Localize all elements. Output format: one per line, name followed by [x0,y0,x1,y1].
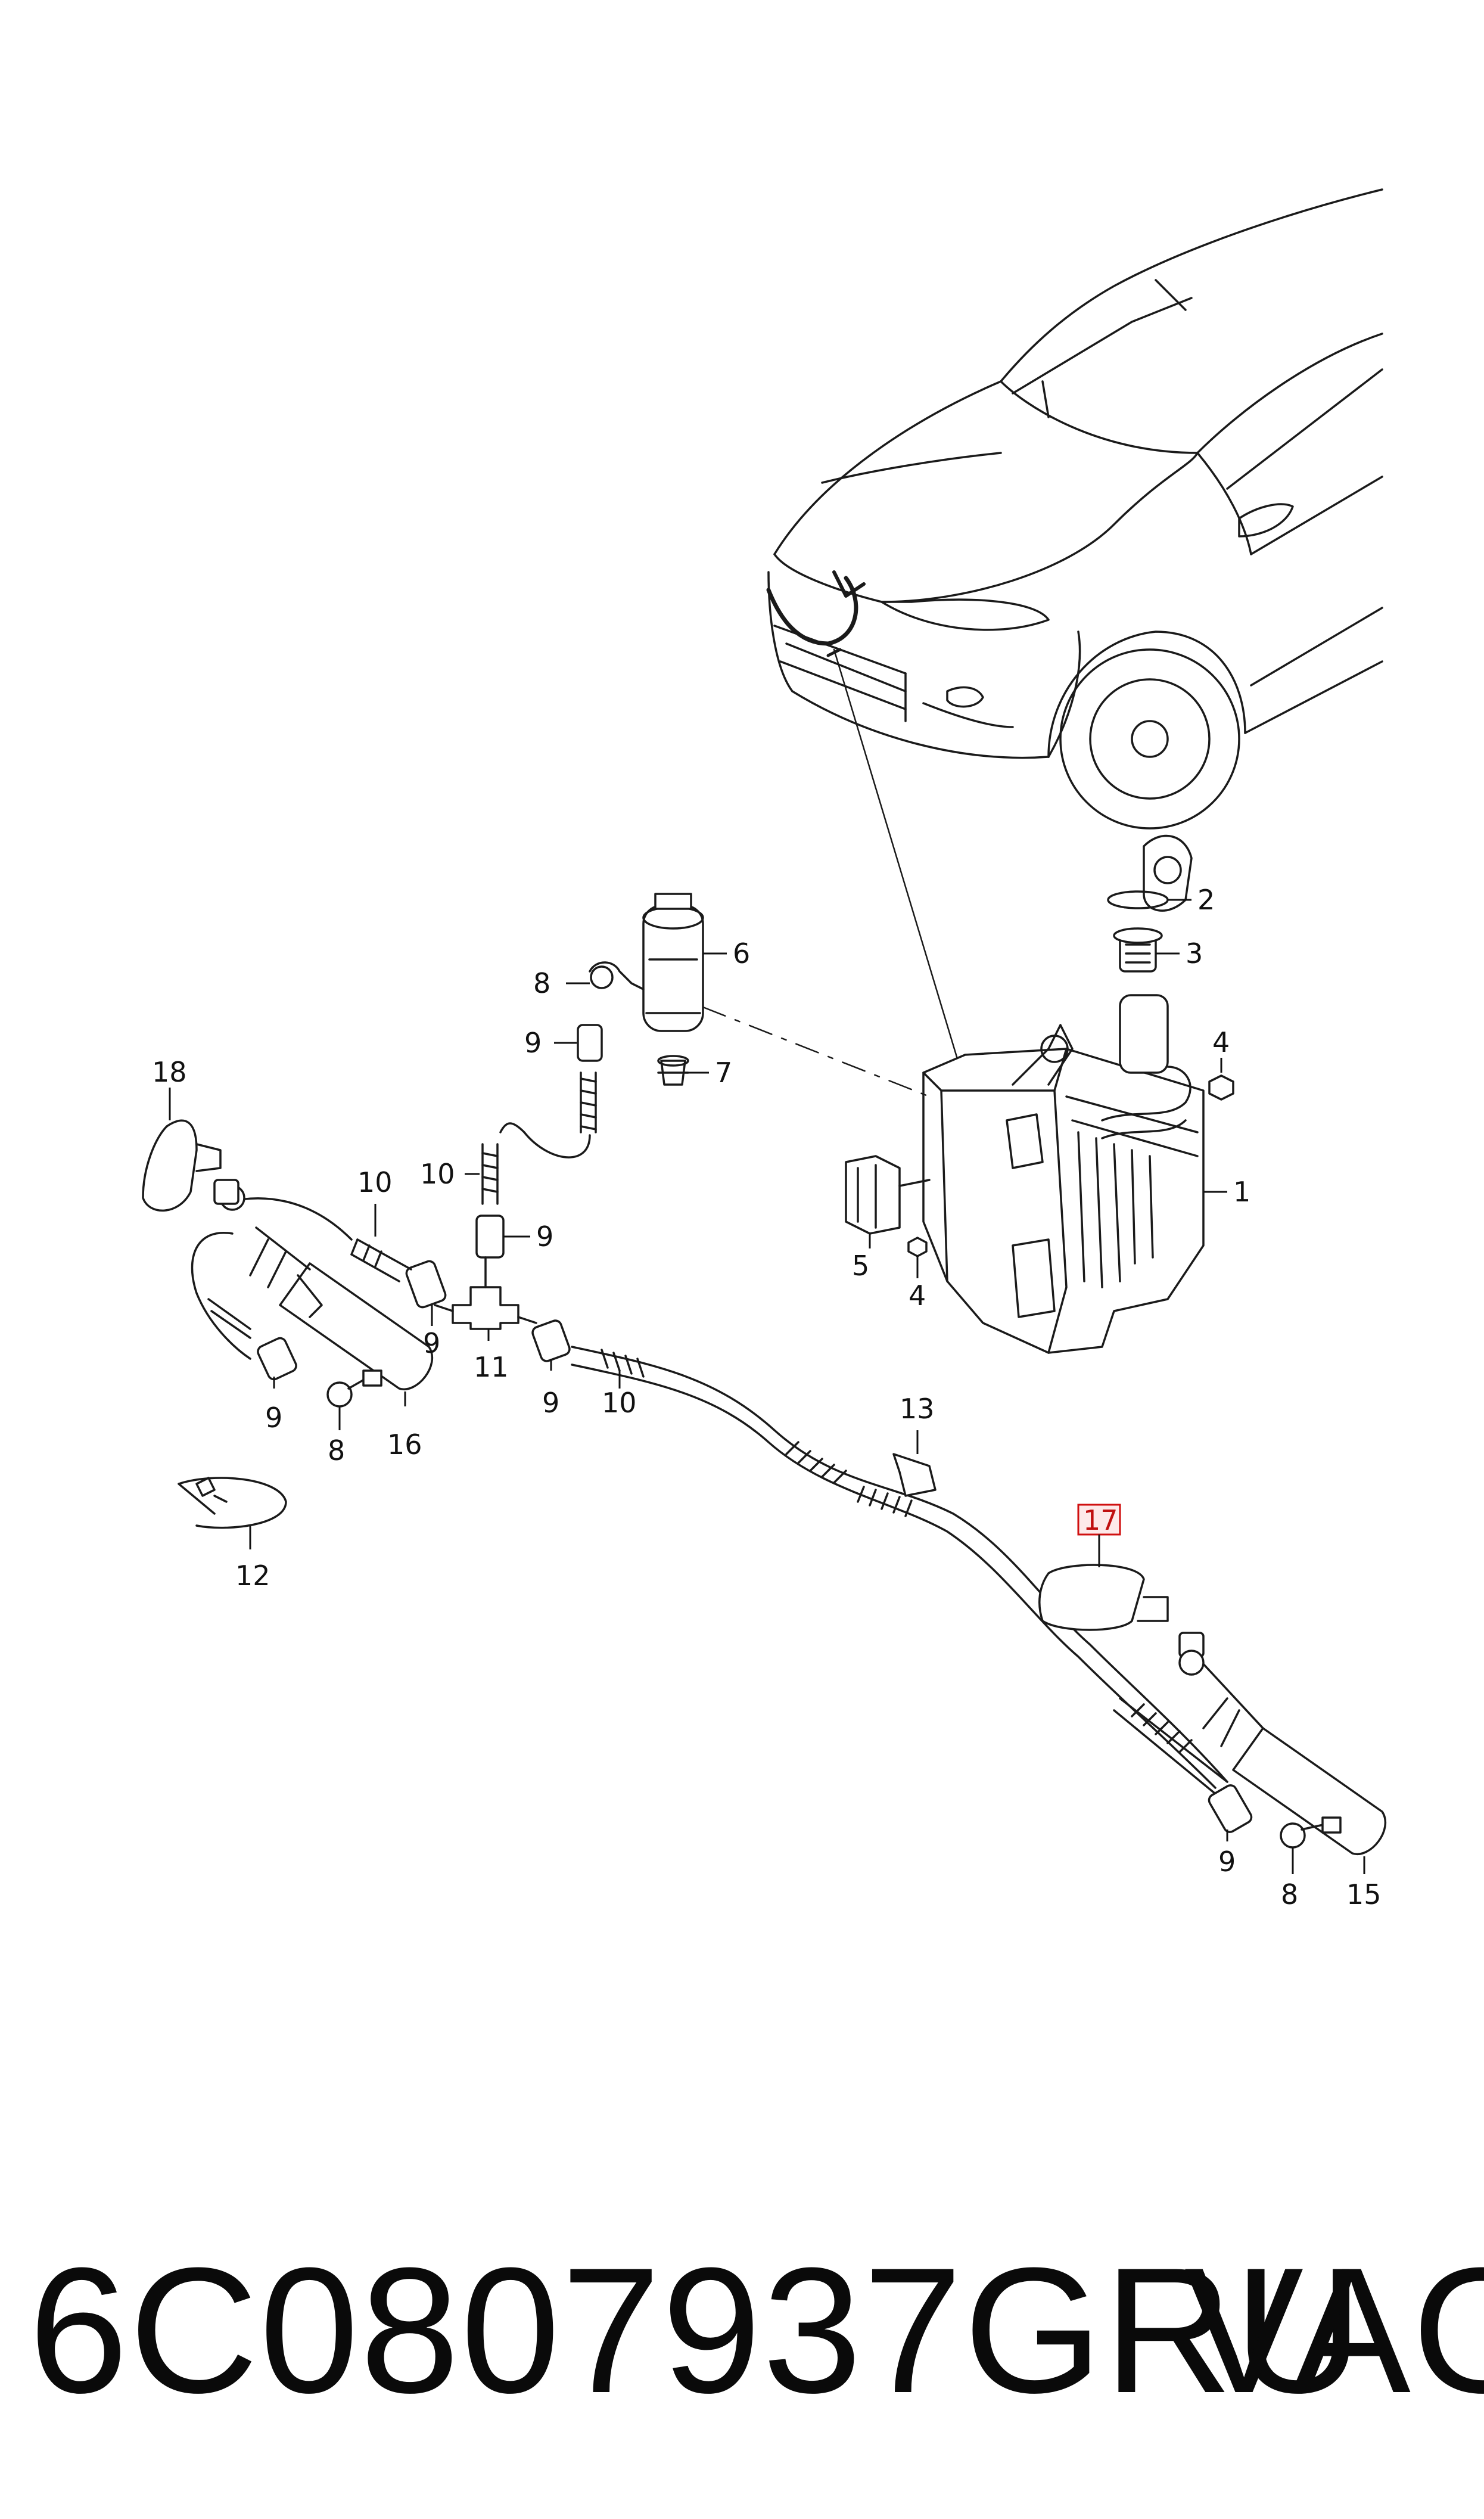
callout-1: 1 [1203,1176,1250,1208]
callout-2: 2 [1168,884,1215,916]
callout-13: 13 [900,1393,935,1454]
washer-nozzle-right [1178,1632,1387,1856]
svg-text:9: 9 [423,1327,440,1359]
svg-text:12: 12 [235,1560,270,1592]
callout-15: 15 [1346,1856,1382,1911]
svg-text:8: 8 [533,967,550,999]
svg-text:5: 5 [852,1250,869,1282]
connector-elbow-left [326,1369,382,1408]
part-number: 6C0807937GRU [29,2230,1365,2430]
callout-6: 6 [703,937,750,970]
svg-text:9: 9 [265,1402,282,1434]
washer-cap-left [142,1119,222,1212]
nut-top [1208,1074,1234,1101]
svg-text:16: 16 [387,1428,422,1461]
svg-text:9: 9 [524,1027,542,1059]
callout-17-highlighted: 17 [1077,1504,1121,1567]
hose-right [1113,1697,1228,1795]
callout-9-mid: 9 [503,1220,553,1253]
hose-left-coil [207,1298,251,1339]
connector-elbow-right [1280,1816,1342,1849]
hose-vertical [481,1143,499,1205]
hose-clip [892,1453,937,1497]
svg-text:18: 18 [152,1056,187,1088]
hose-sleeve-upper [577,1024,603,1062]
svg-text:7: 7 [715,1057,732,1089]
brand-name: VAG [1184,2230,1484,2430]
pump-grommet [657,1055,689,1086]
callout-9-left-tee: 9 [423,1305,440,1359]
svg-text:9: 9 [536,1220,553,1253]
svg-text:8: 8 [328,1434,345,1467]
svg-text:6: 6 [733,937,750,970]
callout-12: 12 [235,1526,270,1592]
callout-18: 18 [152,1056,187,1120]
callout-7: 7 [685,1057,732,1089]
cable-tie [178,1477,287,1529]
svg-text:2: 2 [1197,884,1215,916]
svg-text:10: 10 [602,1387,637,1419]
callout-9-right: 9 [1218,1830,1236,1878]
svg-text:11: 11 [474,1351,509,1383]
svg-text:17: 17 [1083,1504,1118,1536]
part-number-caption: 6C0807937GRU VAG [29,2229,1484,2431]
svg-text:8: 8 [1281,1878,1298,1911]
callout-11: 11 [474,1329,509,1383]
callout-5: 5 [852,1234,871,1282]
nut-bottom [907,1237,928,1257]
svg-text:9: 9 [542,1387,559,1419]
hose-sleeve-left-low [257,1337,297,1381]
svg-text:13: 13 [900,1393,935,1425]
connector-elbow-pump [589,961,645,990]
svg-text:3: 3 [1186,937,1203,970]
hose-sleeve-mid [475,1215,505,1259]
callout-8-left: 8 [328,1406,345,1467]
callout-8-right: 8 [1281,1847,1298,1911]
hose-upper [499,1071,597,1158]
callout-4-bottom: 4 [909,1256,926,1312]
svg-text:10: 10 [420,1158,455,1190]
callout-10-left: 10 [357,1166,393,1237]
callout-3: 3 [1156,937,1203,970]
hose-long [517,1316,1228,1789]
svg-text:10: 10 [357,1166,393,1198]
callout-10-upper: 10 [420,1158,480,1190]
callout-4-top: 4 [1212,1026,1230,1073]
hose-sleeve-right [1208,1784,1253,1833]
reservoir-bracket [845,1155,931,1235]
callout-10-center: 10 [602,1371,637,1419]
filler-cap [1107,834,1193,912]
callout-9-center: 9 [542,1359,559,1419]
car-illustration [766,188,1383,1086]
washer-reservoir [922,994,1205,1354]
callout-8-pump: 8 [533,967,590,999]
callout-9-left-low: 9 [265,1377,282,1434]
callout-9-upper: 9 [524,1027,577,1059]
filler-neck-sieve [1113,927,1163,973]
callout-16: 16 [387,1391,422,1461]
svg-text:9: 9 [1218,1846,1236,1878]
washer-pump [642,893,931,1098]
svg-text:4: 4 [1212,1026,1230,1058]
svg-text:4: 4 [909,1279,926,1312]
washer-cap-right [1038,1564,1169,1631]
washer-nozzle-left [213,1179,434,1391]
svg-text:1: 1 [1233,1176,1250,1208]
svg-text:15: 15 [1346,1878,1382,1911]
t-piece-connector [452,1256,519,1330]
